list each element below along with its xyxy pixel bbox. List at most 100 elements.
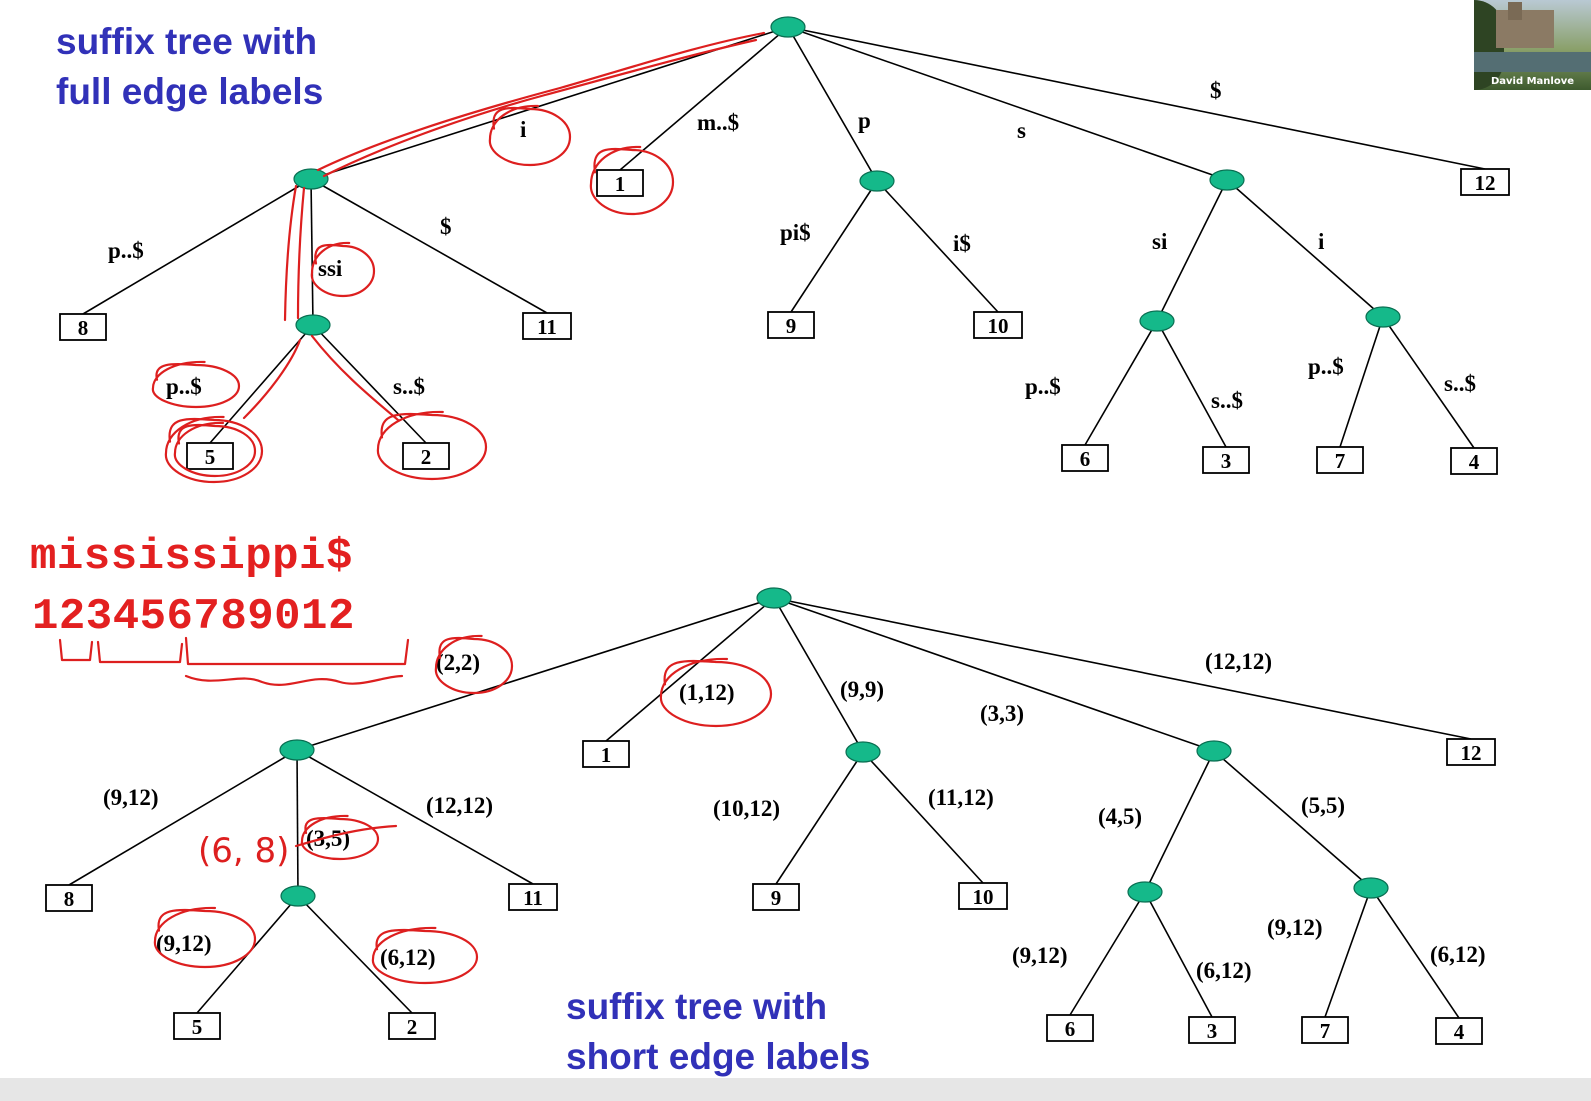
bottom-internal-node: [1127, 881, 1163, 903]
ink-circle-1-12: [659, 657, 773, 728]
bottom-leaf-label: 2: [407, 1015, 418, 1039]
bottom-edge: [773, 597, 864, 753]
top-leaf-label: 6: [1080, 447, 1091, 471]
top-leaf-node: 4: [1450, 447, 1498, 475]
top-edge: [619, 26, 789, 171]
top-edge: [787, 26, 1486, 170]
bottom-edge: [296, 749, 299, 897]
bottom-edge: [296, 749, 534, 885]
top-edge-label: m..$: [697, 110, 739, 135]
top-edge: [1226, 179, 1384, 318]
bottom-edge-label: (9,12): [1012, 943, 1068, 968]
bottom-leaf-label: 7: [1320, 1019, 1331, 1043]
bottom-edge: [605, 597, 775, 742]
bottom-leaf-label: 12: [1461, 741, 1482, 765]
top-edge: [1156, 179, 1228, 322]
top-leaf-node: 5: [186, 442, 234, 470]
top-edge-label: ssi: [318, 256, 343, 281]
ink-path-root-to-i-2: [322, 38, 758, 178]
bottom-edge-label: (9,9): [840, 677, 884, 702]
bottom-leaf-node: 3: [1188, 1016, 1236, 1044]
top-edge-label: pi$: [780, 220, 811, 245]
ink-circle-leaf-5-inner: [173, 421, 257, 478]
bottom-bar: [0, 1078, 1591, 1101]
top-leaf-node: 2: [402, 442, 450, 470]
top-edge: [1084, 320, 1158, 446]
bottom-leaf-label: 6: [1065, 1017, 1076, 1041]
ink-path-i-down-right: [296, 186, 306, 320]
ink-circle-leaf-1: [589, 145, 675, 216]
ink-bracket-2: [96, 640, 184, 664]
ink-path-root-to-i: [316, 31, 766, 172]
bottom-edge: [1069, 891, 1146, 1016]
bottom-tree-title: suffix tree with short edge labels: [566, 982, 870, 1082]
top-internal-node: [1365, 306, 1401, 328]
bottom-leaf-label: 5: [192, 1015, 203, 1039]
top-edge-label: si: [1152, 229, 1168, 254]
ink-bracket-1: [58, 638, 94, 662]
bottom-leaf-node: 2: [388, 1012, 436, 1040]
bottom-edge-label: (4,5): [1098, 804, 1142, 829]
top-edge-label: i$: [953, 231, 971, 256]
top-leaf-node: 10: [973, 311, 1023, 339]
ink-squiggle: [184, 674, 404, 686]
top-leaf-node: 9: [767, 311, 815, 339]
bottom-edge-label: (9,12): [103, 785, 159, 810]
top-leaf-node: 8: [59, 313, 107, 341]
bottom-edge: [775, 751, 864, 885]
top-edge: [312, 324, 427, 444]
top-internal-node: [295, 314, 331, 336]
top-leaf-node: 12: [1460, 168, 1510, 196]
bottom-leaf-node: 4: [1435, 1017, 1483, 1045]
bottom-edge-label: (3,3): [980, 701, 1024, 726]
top-leaf-node: 3: [1202, 446, 1250, 474]
bottom-edge: [296, 597, 775, 751]
top-edge: [82, 178, 312, 315]
top-leaf-label: 1: [615, 172, 626, 196]
ink-circle-2-2: [434, 634, 514, 695]
presenter-webcam: David Manlove: [1474, 0, 1591, 90]
bottom-internal-node: [1196, 740, 1232, 762]
bottom-internal-node: [279, 739, 315, 761]
top-internal-node: [1139, 310, 1175, 332]
bottom-edge-label: (9,12): [1267, 915, 1323, 940]
bottom-leaf-node: 10: [958, 882, 1008, 910]
bottom-title-line-2: short edge labels: [566, 1036, 871, 1077]
bottom-leaf-label: 3: [1207, 1019, 1218, 1043]
top-leaf-label: 12: [1475, 171, 1496, 195]
top-edge-label: p: [858, 108, 871, 133]
top-edge-label: i: [520, 117, 527, 142]
bottom-internal-node: [845, 741, 881, 763]
ink-path-i-down-left: [283, 184, 298, 322]
bottom-edge-label: (1,12): [679, 680, 735, 705]
ink-circle-leaf-5: [164, 415, 264, 484]
bottom-edge-label: (12,12): [426, 793, 493, 818]
bottom-edge: [1144, 750, 1215, 893]
bottom-edge-label: (6,12): [1430, 942, 1486, 967]
bottom-edge: [68, 749, 298, 886]
bottom-edge: [1324, 887, 1372, 1018]
bottom-edge-label: (6,12): [380, 945, 436, 970]
top-leaf-label: 7: [1335, 449, 1346, 473]
top-edge: [787, 26, 878, 182]
top-edge: [1382, 316, 1475, 449]
bottom-leaf-label: 4: [1454, 1020, 1465, 1044]
bottom-edge: [297, 895, 413, 1014]
top-edge-label: s: [1017, 118, 1026, 143]
bottom-internal-node: [280, 885, 316, 907]
top-leaf-node: 1: [596, 169, 644, 197]
ink-strike-3-5: [294, 824, 398, 848]
top-edge-label: p..$: [1025, 374, 1061, 399]
top-edge-label: p..$: [1308, 354, 1344, 379]
top-leaf-label: 4: [1469, 450, 1480, 474]
top-leaf-label: 3: [1221, 449, 1232, 473]
bottom-leaf-label: 10: [973, 885, 994, 909]
ink-path-to-leaf-5: [242, 338, 302, 420]
ink-circle-3-5: [300, 814, 380, 861]
bottom-leaf-label: 11: [523, 886, 543, 910]
bottom-edge: [862, 751, 984, 884]
top-edge: [310, 178, 548, 314]
input-string: mississippi$: [30, 532, 353, 582]
top-edge: [1156, 320, 1227, 448]
